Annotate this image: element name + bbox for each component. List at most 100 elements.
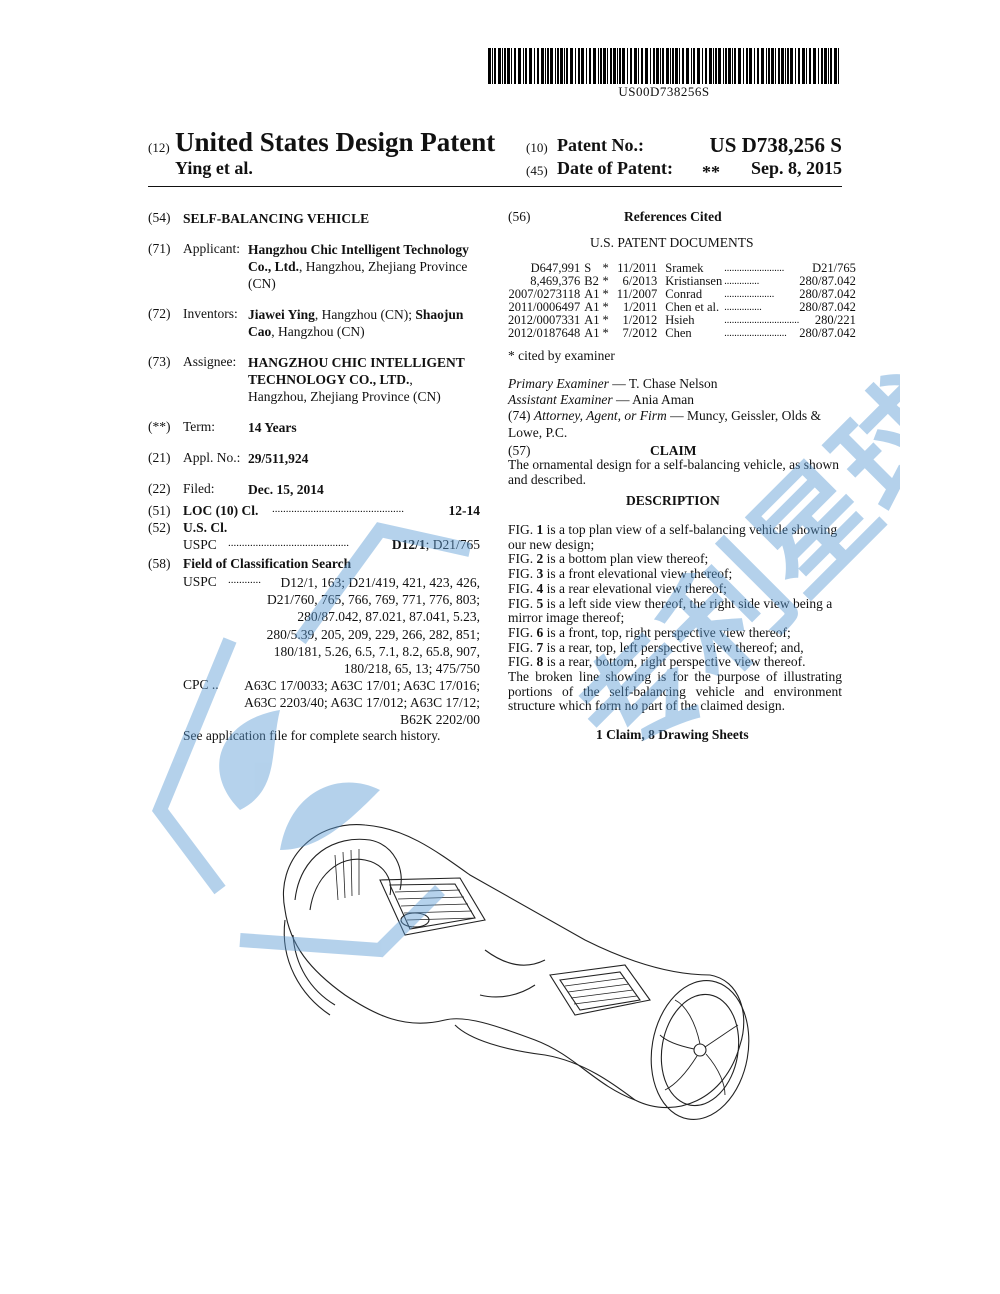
uspc-label: USPC xyxy=(183,537,217,552)
barcode-bar xyxy=(523,48,524,84)
barcode-bar xyxy=(617,48,618,84)
field-search-label: Field of Classification Search xyxy=(183,556,352,571)
barcode-bar xyxy=(746,48,748,84)
reference-star: * xyxy=(602,287,609,301)
reference-kind: S xyxy=(584,261,592,275)
inventors-label: Inventors: xyxy=(183,306,238,321)
reference-name: Kristiansen xyxy=(665,274,723,288)
barcode-bar xyxy=(627,48,628,84)
reference-dots: ............... xyxy=(724,302,762,313)
uspc-dots: ........................................… xyxy=(228,537,349,549)
inventors-value: Jiawei Ying, Hangzhou (CN); Shaojun Cao,… xyxy=(248,307,464,339)
barcode-bar xyxy=(787,48,789,84)
references-label: References Cited xyxy=(624,209,722,224)
cpc-label: CPC .. xyxy=(183,677,219,692)
barcode-bar xyxy=(529,48,532,84)
barcode-bar xyxy=(818,48,819,84)
barcode-bar xyxy=(547,48,549,84)
barcode-bar xyxy=(550,48,553,84)
barcode-bar xyxy=(560,48,563,84)
barcode-bar xyxy=(732,48,733,84)
barcode-bar xyxy=(666,48,669,84)
reference-date: 1/2012 xyxy=(622,313,658,327)
reference-class: D21/765 xyxy=(812,261,856,275)
date-label: Date of Patent: xyxy=(557,158,673,178)
barcode-bar xyxy=(660,48,661,84)
barcode-bar xyxy=(761,48,764,84)
authors: Ying et al. xyxy=(175,158,253,178)
figure-description: FIG. 7 is a rear, top, left perspective … xyxy=(508,639,804,655)
reference-star: * xyxy=(602,300,609,314)
barcode-bar xyxy=(743,48,744,84)
applicant-value: Hangzhou Chic Intelligent Technology Co.… xyxy=(248,242,469,291)
reference-number: 2011/0006497 xyxy=(508,300,581,314)
reference-date: 11/2011 xyxy=(617,261,658,275)
barcode-bar xyxy=(581,48,584,84)
barcode-bar xyxy=(675,48,678,84)
barcode-bar xyxy=(768,48,770,84)
reference-number: 2012/0187648 xyxy=(508,326,581,340)
barcode-bar xyxy=(518,48,521,84)
barcode-bar xyxy=(830,48,832,84)
figure-descriptions: FIG. 1 is a top plan view of a self-bala… xyxy=(508,522,842,670)
reference-star: * xyxy=(602,274,609,288)
barcode-bar xyxy=(603,48,606,84)
claim-label: CLAIM xyxy=(650,443,697,458)
barcode-bar xyxy=(749,48,752,84)
reference-date: 11/2007 xyxy=(616,287,658,301)
loc-label: LOC (10) Cl. xyxy=(183,503,259,518)
code-45: (45) xyxy=(526,163,548,178)
barcode-bar xyxy=(798,48,800,84)
us-cl-label: U.S. Cl. xyxy=(183,520,228,535)
reference-kind: A1 xyxy=(584,313,600,327)
patent-no-label: Patent No.: xyxy=(557,135,644,155)
barcode-bar xyxy=(693,48,695,84)
barcode-bar xyxy=(653,48,655,84)
barcode-bar xyxy=(589,48,591,84)
reference-star: * xyxy=(602,261,609,275)
reference-number: 2007/0273118 xyxy=(508,287,581,301)
barcode-bar xyxy=(766,48,767,84)
barcode-bar xyxy=(828,48,829,84)
barcode-bar xyxy=(824,48,827,84)
filed-value: Dec. 15, 2014 xyxy=(248,482,324,497)
code-72: (72) xyxy=(148,306,171,321)
barcode-bar xyxy=(734,48,736,84)
broken-line-note: The broken line showing is for the purpo… xyxy=(508,669,842,714)
barcode-bar xyxy=(656,48,659,84)
barcode-bar xyxy=(502,48,503,84)
reference-kind: A1 xyxy=(584,287,600,301)
barcode-bar xyxy=(541,48,544,84)
figure-description: FIG. 3 is a front elevational view there… xyxy=(508,566,733,582)
reference-star: * xyxy=(602,326,609,340)
assignee-label: Assignee: xyxy=(183,354,237,369)
barcode-bar xyxy=(691,48,692,84)
reference-date: 1/2011 xyxy=(623,300,658,314)
reference-class: 280/87.042 xyxy=(799,274,856,288)
patent-date: Sep. 8, 2015 xyxy=(750,158,842,178)
reference-name: Chen xyxy=(665,326,692,340)
reference-kind: A1 xyxy=(584,300,600,314)
barcode-bar xyxy=(809,48,811,84)
code-52: (52) xyxy=(148,520,171,535)
code-51: (51) xyxy=(148,503,171,518)
reference-dots: ........................ xyxy=(724,263,785,274)
term-value: 14 Years xyxy=(248,420,297,435)
barcode-bar xyxy=(494,48,496,84)
barcode-bar xyxy=(821,48,823,84)
barcode-bar xyxy=(702,48,703,84)
appl-no-value: 29/511,924 xyxy=(248,451,309,466)
barcode-bar xyxy=(570,48,573,84)
barcode-bar xyxy=(557,48,559,84)
barcode-bar xyxy=(771,48,774,84)
attorney: (74) Attorney, Agent, or Firm — Muncy, G… xyxy=(508,408,821,440)
barcode-bar xyxy=(802,48,805,84)
barcode-bar xyxy=(785,48,786,84)
barcode-bar xyxy=(715,48,717,84)
reference-date: 7/2012 xyxy=(622,326,658,340)
barcode-bar xyxy=(600,48,602,84)
barcode-bar xyxy=(610,48,612,84)
description-heading: DESCRIPTION xyxy=(626,493,720,508)
